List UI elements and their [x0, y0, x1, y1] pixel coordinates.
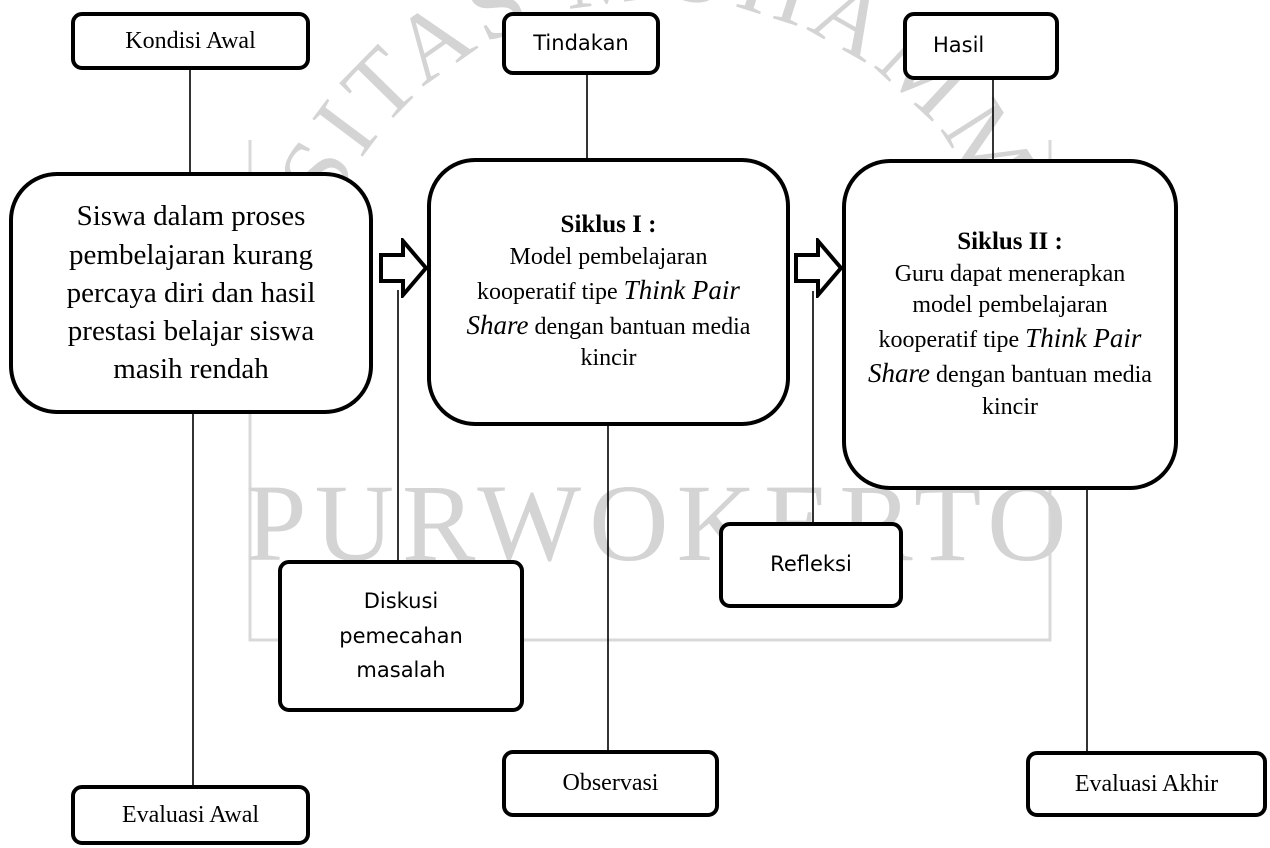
tindakan-text: Tindakan: [533, 30, 629, 55]
cycle-2-method-name: Think Pair Share: [868, 323, 1142, 389]
cycle-1-text-1: Model pembelajaran kooperatif tipe: [477, 243, 708, 306]
evaluasi-akhir-text: Evaluasi Akhir: [1074, 770, 1219, 797]
label-kondisi-awal: Kondisi Awal: [71, 12, 310, 70]
label-diskusi: Diskusi pemecahan masalah: [278, 560, 524, 712]
label-hasil: Hasil: [903, 12, 1059, 80]
label-refleksi: Refleksi: [719, 522, 903, 608]
cycle-1-title: Siklus I :: [560, 211, 657, 239]
evaluasi-awal-text: Evaluasi Awal: [121, 801, 260, 828]
cycle-1-text-2: dengan bantuan media kincir: [528, 314, 751, 372]
label-observasi: Observasi: [502, 750, 719, 817]
box-initial-condition: Siswa dalam proses pembelajaran kurang p…: [9, 172, 373, 414]
cycle-1-content: Siklus I : Model pembelajaran kooperatif…: [459, 209, 758, 374]
box-cycle-1: Siklus I : Model pembelajaran kooperatif…: [427, 158, 790, 426]
box-cycle-2: Siklus II : Guru dapat menerapkan model …: [842, 159, 1178, 490]
observasi-text: Observasi: [562, 770, 659, 797]
kondisi-awal-text: Kondisi Awal: [125, 27, 256, 54]
initial-condition-text: Siswa dalam proses pembelajaran kurang p…: [66, 200, 316, 386]
arrow-right-icon: [379, 238, 429, 298]
label-tindakan: Tindakan: [502, 12, 660, 75]
cycle-1-method-name: Think Pair Share: [466, 275, 740, 341]
arrow-right-icon: [794, 238, 844, 298]
cycle-2-text-1: Guru dapat menerapkan model pembelajaran…: [878, 260, 1126, 354]
refleksi-text: Refleksi: [770, 552, 852, 577]
hasil-text: Hasil: [933, 33, 985, 58]
cycle-2-text-2: dengan bantuan media kincir: [930, 362, 1152, 420]
label-evaluasi-akhir: Evaluasi Akhir: [1026, 751, 1267, 817]
label-evaluasi-awal: Evaluasi Awal: [71, 785, 310, 845]
cycle-2-content: Siklus II : Guru dapat menerapkan model …: [864, 226, 1156, 422]
cycle-2-title: Siklus II :: [957, 228, 1063, 256]
diskusi-text: Diskusi pemecahan masalah: [339, 589, 463, 683]
